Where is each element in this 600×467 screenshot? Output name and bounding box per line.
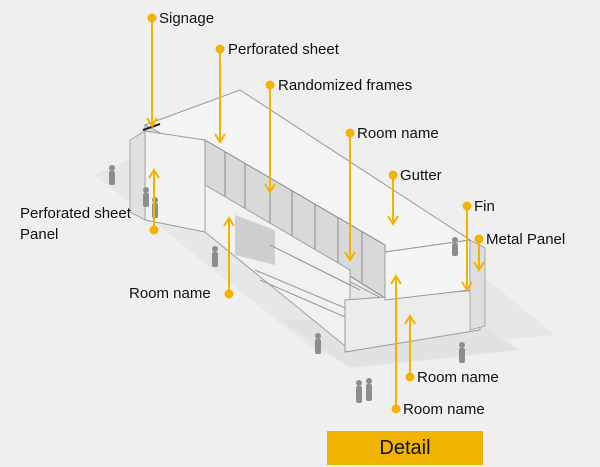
detail-button[interactable]: Detail xyxy=(327,431,483,465)
leader-perforated-sheet xyxy=(214,44,226,144)
label-randomized-frames: Randomized frames xyxy=(278,77,413,94)
label-room-name-top: Room name xyxy=(357,125,439,142)
leader-signage xyxy=(146,13,158,128)
label-gutter: Gutter xyxy=(400,167,442,184)
leader-fin xyxy=(461,201,473,292)
label-room-name-bottom-2: Room name xyxy=(403,401,485,418)
people xyxy=(109,165,465,403)
leader-randomized-frames xyxy=(264,80,276,194)
stair-flights xyxy=(254,244,361,321)
label-metal-panel: Metal Panel xyxy=(486,231,566,248)
leader-room-name-bottom-1 xyxy=(404,314,416,382)
label-perforated-sheet-panel-line1: Perforated sheet xyxy=(20,205,131,222)
leader-room-name-bottom-2 xyxy=(390,274,402,414)
label-room-name-bottom-1: Room name xyxy=(417,369,499,386)
leader-perforated-sheet-panel xyxy=(148,168,160,235)
label-room-name-left: Room name xyxy=(129,285,211,302)
leader-metal-panel xyxy=(473,234,485,272)
leader-gutter xyxy=(387,170,399,226)
leader-room-name-left xyxy=(223,216,235,299)
label-fin: Fin xyxy=(474,198,495,215)
label-perforated-sheet-panel-line2: Panel xyxy=(20,226,59,243)
label-signage: Signage xyxy=(159,10,215,27)
leader-room-name-top xyxy=(344,128,356,262)
stair-core xyxy=(235,215,275,265)
label-perforated-sheet: Perforated sheet xyxy=(228,41,339,58)
